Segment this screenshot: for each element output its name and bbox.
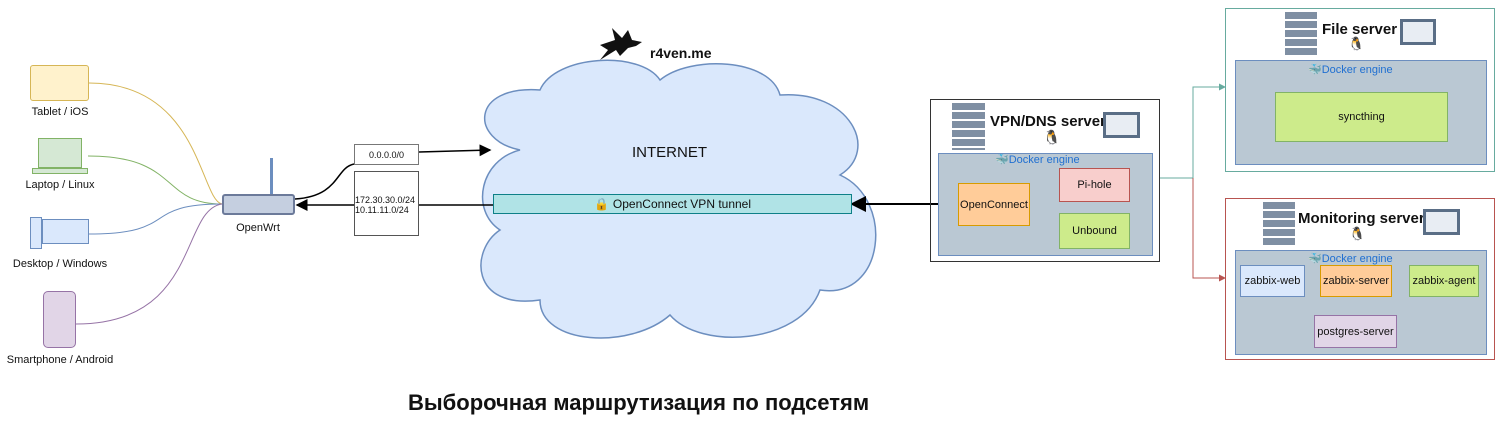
router-icon <box>222 194 295 215</box>
monitoring-docker-label: 🐳Docker engine <box>1308 253 1393 265</box>
linux-icon: 🐧 <box>1348 36 1365 51</box>
postgres-container: postgres-server <box>1314 315 1397 348</box>
subnet-2: 10.11.11.0/24 <box>355 205 409 215</box>
smartphone-icon <box>43 291 76 348</box>
monitoring-server-title: Monitoring server <box>1298 210 1425 227</box>
vpn-server-title: VPN/DNS server <box>990 113 1106 130</box>
brand-name: r4ven.me <box>650 45 712 61</box>
tablet-label: Tablet / iOS <box>31 106 89 118</box>
desktop-icon <box>42 219 89 244</box>
laptop-keyboard <box>32 168 88 174</box>
vpn-tunnel: 🔒OpenConnect VPN tunnel <box>493 194 852 214</box>
internet-label: INTERNET <box>632 144 707 161</box>
smartphone-label: Smartphone / Android <box>6 354 114 366</box>
desktop-tower <box>30 217 42 249</box>
router-label: OpenWrt <box>236 222 280 234</box>
monitor-icon <box>1400 19 1436 45</box>
raven-logo-icon <box>600 28 642 60</box>
subnets-box: 172.30.30.0/24 10.11.11.0/24 <box>354 171 419 236</box>
server-icon <box>952 103 985 150</box>
server-icon <box>1285 12 1317 56</box>
vpn-server-box <box>930 99 1160 262</box>
zabbix-agent-container: zabbix-agent <box>1409 265 1479 297</box>
unbound-container: Unbound <box>1059 213 1130 249</box>
file-server-box <box>1225 8 1495 172</box>
monitoring-server-box <box>1225 198 1495 360</box>
tablet-icon <box>30 65 89 101</box>
pihole-container: Pi-hole <box>1059 168 1130 202</box>
zabbix-web-container: zabbix-web <box>1240 265 1305 297</box>
laptop-label: Laptop / Linux <box>25 179 95 191</box>
monitor-icon <box>1423 209 1460 235</box>
diagram-caption: Выборочная маршрутизация по подсетям <box>408 390 870 415</box>
desktop-label: Desktop / Windows <box>12 258 108 270</box>
monitor-icon <box>1103 112 1140 138</box>
file-docker-label: 🐳Docker engine <box>1308 64 1393 76</box>
linux-icon: 🐧 <box>1043 129 1061 145</box>
default-route-box: 0.0.0.0/0 <box>354 144 419 165</box>
lock-icon: 🔒 <box>593 197 609 211</box>
file-server-title: File server <box>1322 21 1398 38</box>
laptop-icon <box>38 138 82 168</box>
subnet-1: 172.30.30.0/24 <box>355 195 416 205</box>
linux-icon: 🐧 <box>1349 226 1366 241</box>
server-icon <box>1263 202 1295 246</box>
zabbix-server-container: zabbix-server <box>1320 265 1392 297</box>
vpn-docker-label: 🐳Docker engine <box>995 154 1080 166</box>
syncthing-container: syncthing <box>1275 92 1448 142</box>
router-antenna-icon <box>270 158 273 194</box>
vpn-tunnel-label: OpenConnect VPN tunnel <box>612 197 752 211</box>
openconnect-container: OpenConnect <box>958 183 1030 226</box>
